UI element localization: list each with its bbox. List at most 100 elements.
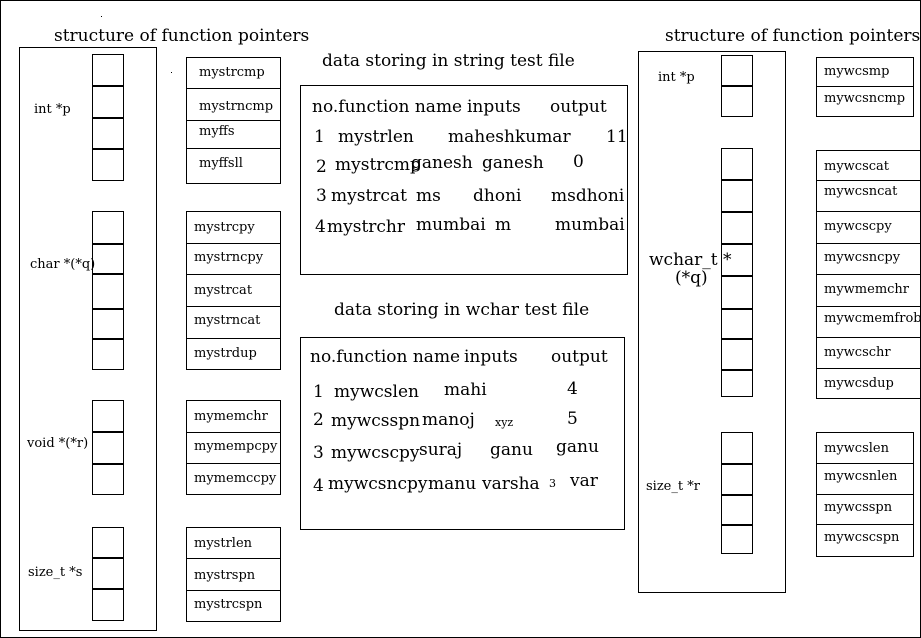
header-inputs: inputs	[464, 347, 518, 367]
right-p-functions-box	[816, 57, 914, 117]
divider	[816, 463, 914, 464]
left-p-slot-4	[92, 149, 124, 181]
row-number: 4	[313, 476, 324, 496]
divider	[816, 368, 921, 369]
function-name: mystrcat	[194, 283, 253, 298]
left-p-slot-3	[92, 118, 124, 149]
function-name: mymempcpy	[194, 439, 278, 454]
left-s-functions-box	[186, 527, 281, 622]
right-r-slot-4	[721, 525, 753, 554]
left-r-slot-1	[92, 400, 124, 432]
row-input: dhoni	[473, 186, 522, 206]
row-input: xyz	[495, 416, 514, 429]
function-name: mystrlen	[194, 536, 253, 551]
function-name: mywcsspn	[824, 500, 893, 515]
divider	[816, 306, 921, 307]
right-struct-title: structure of function pointers	[665, 26, 921, 46]
divider	[816, 524, 914, 525]
divider	[816, 337, 921, 338]
right-q-slot-4	[721, 244, 753, 276]
header-output: output	[551, 347, 608, 367]
left-q-slot-2	[92, 244, 124, 274]
row-function-name: mywcscpy	[331, 443, 420, 463]
function-name: mystrcmp	[199, 65, 265, 80]
row-input: manoj	[422, 410, 475, 430]
function-name: mystrncat	[194, 313, 261, 328]
right-q-label-line1: wchar_t *	[649, 250, 732, 270]
right-r-slot-1	[721, 432, 753, 464]
row-output: ganu	[556, 437, 599, 457]
divider	[186, 120, 281, 121]
row-output: mumbai	[555, 215, 625, 235]
function-name: mystrspn	[194, 568, 256, 583]
left-struct-title: structure of function pointers	[54, 26, 310, 46]
function-name: mywcsncat	[824, 184, 898, 199]
left-r-slot-3	[92, 464, 124, 495]
divider	[186, 338, 281, 339]
function-name: mystrncmp	[199, 99, 274, 114]
left-struct-box	[19, 47, 157, 631]
divider	[816, 86, 914, 87]
divider	[186, 590, 281, 591]
function-name: mywcsncpy	[824, 250, 901, 265]
left-q-slot-1	[92, 211, 124, 244]
row-input: m	[495, 215, 512, 235]
left-q-slot-4	[92, 309, 124, 339]
right-p-slot-1	[721, 55, 753, 86]
right-q-slot-3	[721, 212, 753, 244]
divider	[186, 274, 281, 275]
function-name: mywcsdup	[824, 376, 894, 391]
function-name: mywcslen	[824, 441, 889, 456]
function-name: mystrcspn	[194, 597, 263, 612]
row-input: ganu	[490, 440, 533, 460]
stray-dot	[171, 72, 172, 73]
header-no-function-name: no.function name	[310, 347, 461, 367]
function-name: mywcscpy	[824, 219, 892, 234]
right-struct-box	[638, 51, 786, 593]
function-name: mywcsnlen	[824, 469, 898, 484]
row-function-name: mystrcmp	[335, 155, 421, 175]
function-name: mystrdup	[194, 346, 257, 361]
row-input: manu	[428, 474, 477, 494]
row-output: 4	[567, 379, 578, 399]
row-input: suraj	[419, 440, 463, 460]
function-name: mywcscat	[824, 159, 890, 174]
function-name: mywcsmp	[824, 64, 890, 79]
left-q-slot-5	[92, 339, 124, 370]
left-q-slot-3	[92, 274, 124, 309]
left-r-label: void *(*r)	[27, 436, 89, 451]
left-s-slot-1	[92, 527, 124, 558]
row-output: 5	[567, 409, 578, 429]
left-s-slot-3	[92, 589, 124, 621]
left-q-label: char *(*q)	[30, 257, 96, 272]
wchar-table-caption: data storing in wchar test file	[334, 300, 590, 320]
header-no-function-name: no.function name	[312, 97, 463, 117]
left-s-label: size_t *s	[28, 565, 83, 580]
divider	[816, 211, 921, 212]
row-input: mahi	[444, 380, 487, 400]
function-name: mymemchr	[194, 409, 268, 424]
string-table-caption: data storing in string test file	[322, 51, 575, 71]
row-function-name: mywcsspn	[331, 411, 421, 431]
row-input: 3	[549, 477, 556, 490]
function-name: myffs	[199, 124, 235, 139]
row-output: 11	[606, 127, 628, 147]
row-input: varsha	[482, 474, 540, 494]
divider	[816, 243, 921, 244]
divider	[816, 180, 921, 181]
stray-dot	[101, 16, 102, 17]
right-q-slot-1	[721, 148, 753, 180]
row-output: msdhoni	[551, 186, 625, 206]
left-r-functions-box	[186, 400, 281, 495]
right-q-slot-6	[721, 309, 753, 339]
divider	[186, 243, 281, 244]
right-r-slot-3	[721, 495, 753, 525]
left-p-slot-2	[92, 86, 124, 118]
row-output: 0	[573, 152, 584, 172]
function-name: mymemccpy	[194, 471, 277, 486]
function-name: mystrncpy	[194, 250, 264, 265]
left-r-slot-2	[92, 432, 124, 464]
right-r-label: size_t *r	[646, 479, 700, 494]
row-function-name: mywcsncpy	[328, 474, 428, 494]
divider	[186, 558, 281, 559]
